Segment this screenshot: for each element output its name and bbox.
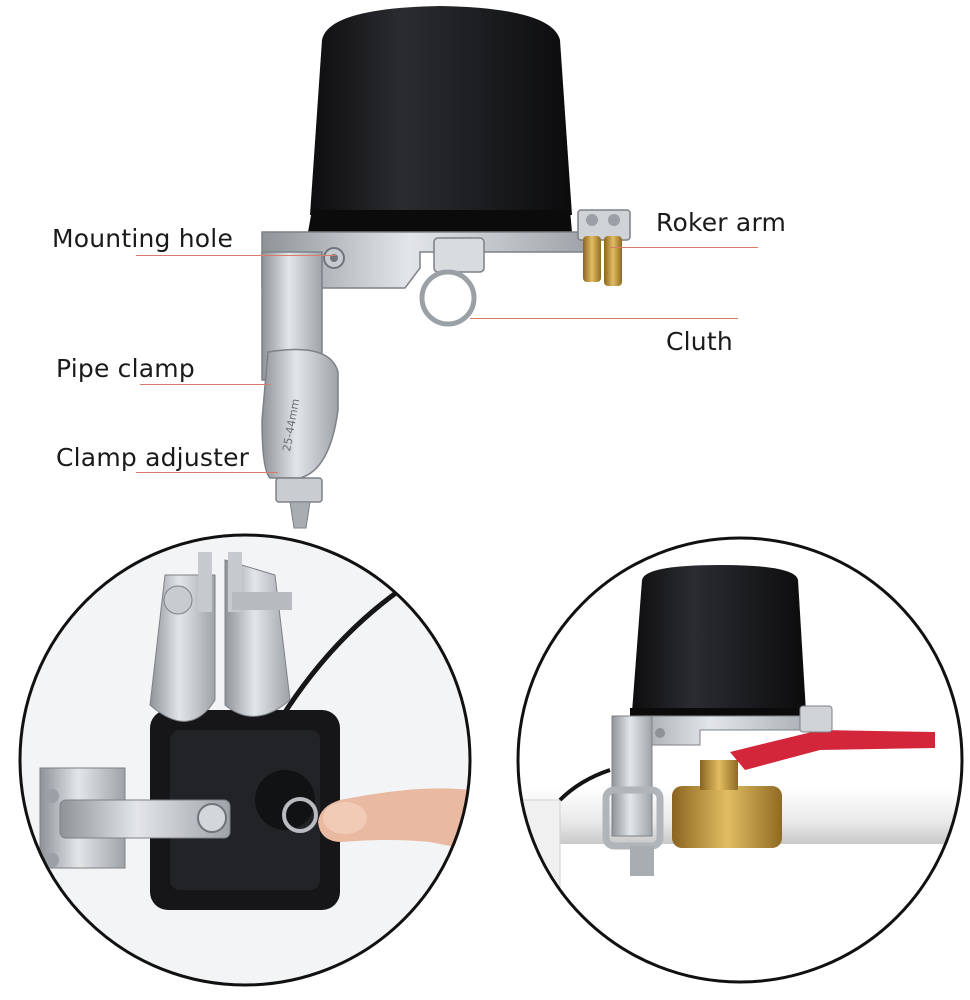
installed-actuator-housing [632, 565, 806, 712]
leader-cluth [470, 318, 738, 319]
clamp-adjuster-screw [275, 477, 323, 503]
leader-clamp-adjuster [136, 472, 278, 473]
pipe-clamp-band [261, 348, 339, 479]
actuator-main: 25-44mm [261, 6, 631, 529]
clutch-nut [433, 237, 485, 273]
rocker-arm [577, 209, 631, 241]
right-circle-border [516, 536, 964, 984]
leader-roker-arm [610, 247, 758, 248]
left-circle-border [18, 533, 472, 987]
clutch-closeup-photo [20, 535, 470, 985]
leader-mounting-hole [136, 255, 336, 256]
leader-pipe-clamp [140, 384, 270, 385]
label-cluth: Cluth [666, 327, 733, 356]
label-pipe-clamp: Pipe clamp [56, 354, 195, 383]
installed-valve-photo [518, 538, 962, 982]
label-clamp-adjuster: Clamp adjuster [56, 443, 250, 472]
clutch-ring [419, 269, 477, 327]
brass-ball-valve [672, 786, 782, 848]
label-roker-arm: Roker arm [656, 208, 787, 237]
actuator-housing [310, 6, 572, 215]
label-mounting-hole: Mounting hole [52, 224, 234, 253]
red-valve-handle [730, 730, 935, 770]
